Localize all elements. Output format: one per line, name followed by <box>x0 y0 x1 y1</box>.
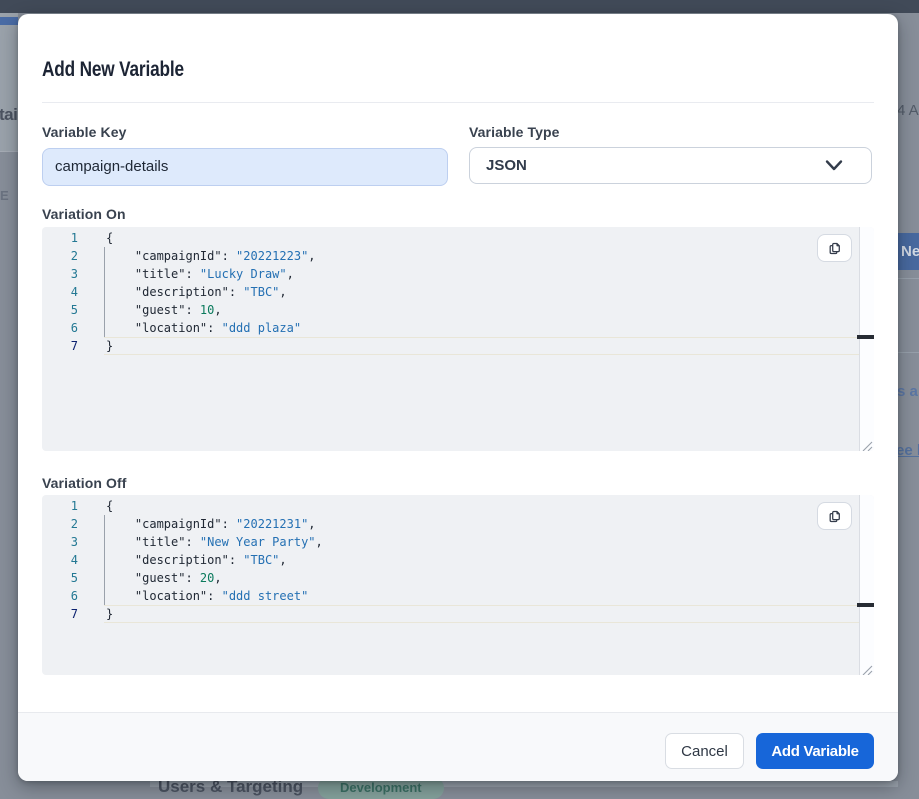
line-number: 3 <box>70 267 78 281</box>
add-variable-button[interactable]: Add Variable <box>756 733 874 769</box>
active-line-highlight <box>104 337 859 355</box>
text-fragment: s a <box>897 383 918 400</box>
line-number: 4 <box>70 553 78 567</box>
content-card-fragment <box>150 781 898 787</box>
code-line: } <box>106 339 114 353</box>
add-variable-modal: Add New Variable Variable Key Variable T… <box>18 14 898 781</box>
line-number: 2 <box>70 517 78 531</box>
line-number: 6 <box>70 321 78 335</box>
active-line-highlight <box>104 605 859 623</box>
environment-badge: Development <box>318 777 444 799</box>
copy-button[interactable] <box>817 502 852 530</box>
active-tab-fragment <box>0 17 18 25</box>
line-number: 4 <box>70 285 78 299</box>
code-line: "location": "ddd street" <box>106 589 309 603</box>
line-number: 2 <box>70 249 78 263</box>
copy-icon <box>829 510 840 522</box>
line-number: 1 <box>70 499 78 513</box>
table-row-divider <box>898 278 919 279</box>
page-header-divider <box>0 151 18 152</box>
code-line: { <box>106 499 114 513</box>
modal-footer: Cancel Add Variable <box>18 712 898 781</box>
resize-handle[interactable] <box>862 663 873 675</box>
line-number: 3 <box>70 535 78 549</box>
code-line: "campaignId": "20221231", <box>106 517 316 531</box>
variation-off-label: Variation Off <box>42 475 127 491</box>
overview-ruler[interactable] <box>859 495 874 675</box>
top-navbar <box>0 0 919 13</box>
code-line: "title": "New Year Party", <box>106 535 323 549</box>
tab-label-fragment: E <box>0 188 9 203</box>
indent-guide <box>104 515 105 605</box>
cursor-position-marker <box>857 335 874 339</box>
section-title: Users & Targeting <box>158 777 304 796</box>
resize-handle[interactable] <box>862 439 873 451</box>
code-line: "location": "ddd plaza" <box>106 321 302 335</box>
variable-type-label: Variable Type <box>469 124 560 140</box>
variation-on-editor[interactable]: 1 {2 "campaignId": "20221223", 3 "title": … <box>42 227 874 451</box>
variation-on-label: Variation On <box>42 206 126 222</box>
modal-title: Add New Variable <box>42 58 184 81</box>
variable-type-value: JSON <box>486 157 527 174</box>
code-line: "title": "Lucky Draw", <box>106 267 294 281</box>
chevron-down-icon <box>825 160 843 171</box>
line-number: 5 <box>70 571 78 585</box>
cursor-position-marker <box>857 603 874 607</box>
variable-type-select[interactable]: JSON <box>469 147 872 184</box>
line-number: 6 <box>70 589 78 603</box>
table-row-divider <box>898 352 919 353</box>
link-fragment[interactable]: ee h <box>896 442 919 459</box>
line-number: 5 <box>70 303 78 317</box>
code-line: "guest": 10, <box>106 303 222 317</box>
indent-guide <box>104 247 105 337</box>
code-line: } <box>106 607 114 621</box>
cancel-button[interactable]: Cancel <box>665 733 744 769</box>
overview-ruler[interactable] <box>859 227 874 451</box>
code-line: "description": "TBC", <box>106 553 287 567</box>
code-line: "guest": 20, <box>106 571 222 585</box>
variable-key-input[interactable]: campaign-details <box>42 148 448 186</box>
line-number: 7 <box>70 607 78 621</box>
page-header-band <box>0 13 18 151</box>
copy-icon <box>829 242 840 254</box>
resize-handle-icon <box>862 665 873 675</box>
code-line: "description": "TBC", <box>106 285 287 299</box>
line-number: 7 <box>70 339 78 353</box>
copy-button[interactable] <box>817 234 852 262</box>
code-line: "campaignId": "20221223", <box>106 249 316 263</box>
modal-header-divider <box>42 102 874 103</box>
variable-key-label: Variable Key <box>42 124 127 140</box>
date-fragment: 4 A <box>897 102 919 119</box>
variation-off-editor[interactable]: 1 {2 "campaignId": "20221231", 3 "title": … <box>42 495 874 675</box>
page-title-fragment: tai <box>0 105 18 124</box>
line-number: 1 <box>70 231 78 245</box>
code-line: { <box>106 231 114 245</box>
resize-handle-icon <box>862 441 873 451</box>
new-button-fragment[interactable]: Ne <box>898 233 919 270</box>
